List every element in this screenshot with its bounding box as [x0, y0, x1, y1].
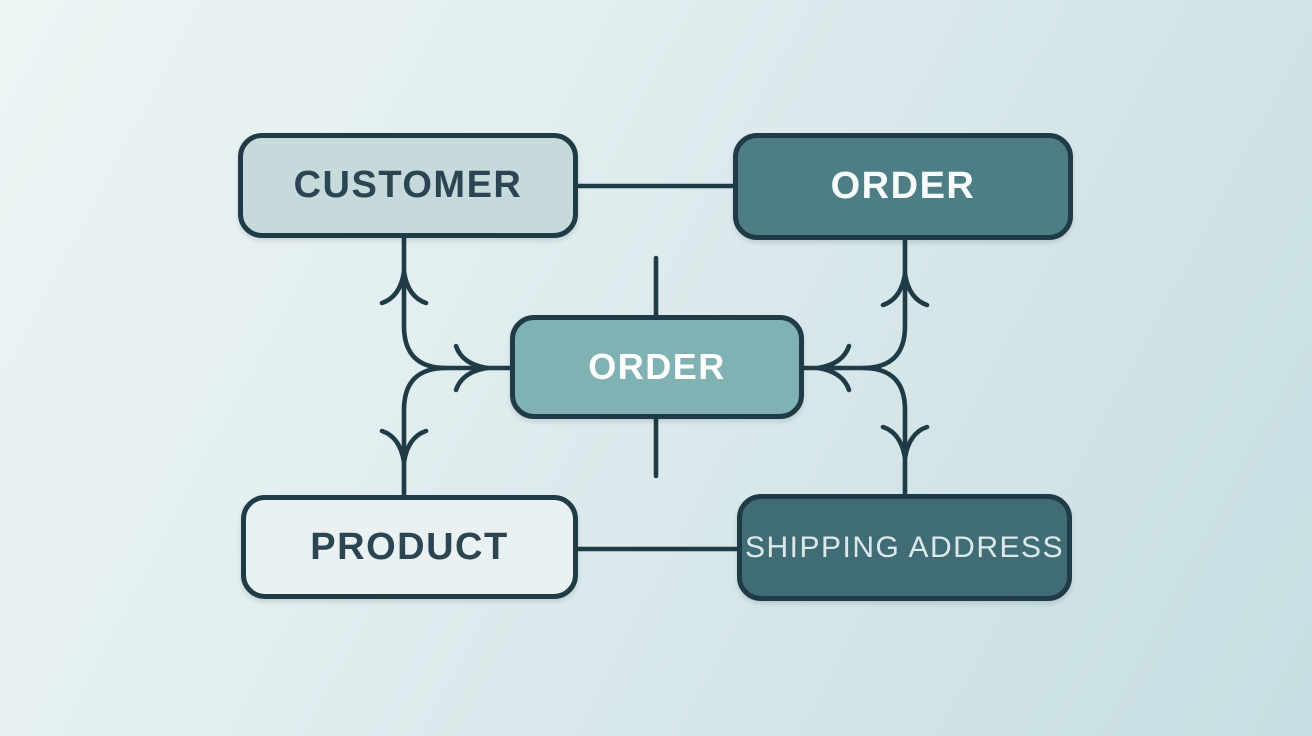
entity-box-shipping-address: SHIPPING ADDRESS [737, 494, 1072, 601]
entity-box-order-center: ORDER [510, 315, 804, 419]
entity-label-customer: CUSTOMER [293, 164, 523, 206]
entity-label-product: PRODUCT [310, 525, 509, 568]
entity-label-order-center: ORDER [588, 346, 726, 387]
entity-box-order-top: ORDER [733, 133, 1073, 240]
arrowhead-down-left-icon [379, 428, 429, 465]
arrowhead-up-right-icon [880, 271, 930, 308]
entity-box-customer: CUSTOMER [238, 133, 578, 238]
entity-label-order-top: ORDER [830, 165, 976, 207]
connector-left-vertical-to-product [401, 365, 449, 498]
connector-right-vertical-to-shipping [860, 365, 908, 497]
arrowhead-down-right-icon [880, 424, 930, 461]
arrowhead-left-into-center-icon [815, 343, 852, 393]
entity-box-product: PRODUCT [241, 495, 578, 599]
entity-label-shipping-address: SHIPPING ADDRESS [744, 530, 1065, 564]
arrowhead-right-into-center-icon [453, 343, 490, 393]
arrowhead-up-left-icon [379, 269, 429, 306]
